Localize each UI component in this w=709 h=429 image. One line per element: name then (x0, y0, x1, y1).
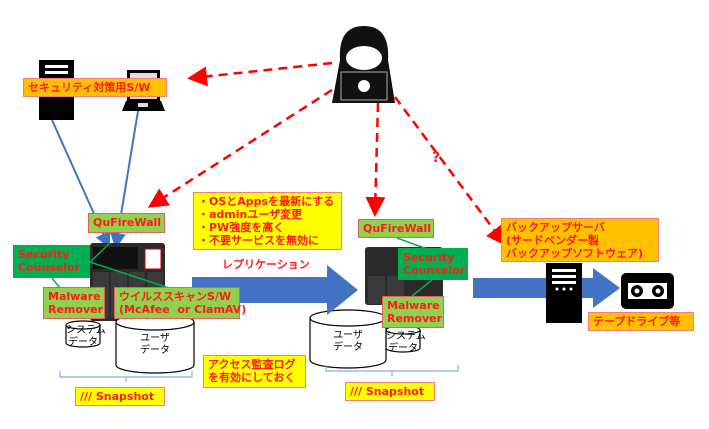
left-security-counselor-label: Security Counselor (13, 245, 90, 278)
antivirus-label: ウイルススキャンS/W (McAfee or ClamAV) (114, 287, 246, 319)
attack-arrows (147, 61, 506, 247)
question-mark: ? (432, 150, 441, 166)
right-system-data-label: システム データ (386, 331, 426, 354)
right-user-data-label: ユーザ データ (333, 330, 363, 353)
hacker-icon (332, 26, 395, 103)
tape-drive-label: テープドライブ等 (588, 312, 694, 331)
backup-server-icon (546, 263, 582, 323)
tape-drive-icon (621, 273, 674, 309)
hardening-list: ・OSとAppsを最新にする ・adminユーザ変更 ・PW強度を高く ・不要サ… (193, 192, 342, 250)
right-malware-remover-label: Malware Remover (382, 296, 444, 328)
left-malware-remover-label: Malware Remover (43, 287, 105, 319)
left-snapshot-label: /// Snapshot (75, 387, 165, 406)
backup-server-label: バックアップサーバ (サードベンダー製 バックアップソフトウェア) (501, 218, 659, 262)
replication-label: レプリケーション (222, 258, 310, 271)
left-system-data-label: システム データ (66, 325, 106, 348)
left-qufirewall-label: QuFireWall (88, 213, 165, 233)
security-software-label: セキュリティ対策用S/W (23, 78, 167, 97)
right-qufirewall-label: QuFireWall (358, 219, 434, 238)
access-log-note: アクセス監査ログ を有効にしておく (203, 355, 306, 388)
right-snapshot-label: /// Snapshot (345, 382, 435, 401)
right-security-counselor-label: Security Counselor (398, 248, 468, 280)
left-user-data-label: ユーザ データ (140, 333, 170, 356)
